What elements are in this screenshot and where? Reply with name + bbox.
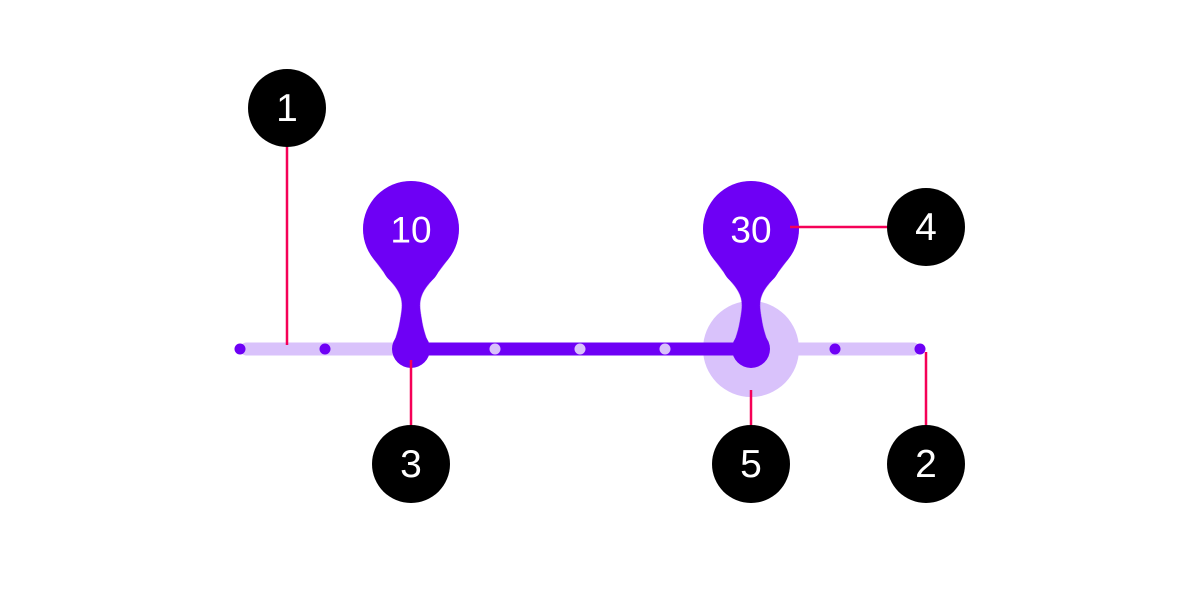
- thumb-neck-upper: [722, 263, 780, 336]
- slider-tick-8: [914, 343, 926, 355]
- annotation-badge-1[interactable]: 1: [248, 69, 326, 147]
- thumb-handle-lower[interactable]: [392, 330, 430, 368]
- thumb-value-upper: 30: [730, 210, 771, 251]
- thumb-balloon-lower: [363, 181, 459, 277]
- thumb-neck-lower: [382, 263, 440, 336]
- slider-tick-7: [829, 343, 841, 355]
- slider-tick-3: [489, 343, 501, 355]
- annotation-badge-4[interactable]: 4: [887, 188, 965, 266]
- slider-thumb-upper[interactable]: [703, 181, 799, 368]
- annotation-badge-5[interactable]: 5: [712, 425, 790, 503]
- thumb-balloon-upper: [703, 181, 799, 277]
- slider-tick-4: [574, 343, 586, 355]
- thumb-value-labels: 10 30: [390, 210, 771, 251]
- slider-thumbs[interactable]: [363, 181, 799, 368]
- slider-tick-1: [319, 343, 331, 355]
- slider-tick-0: [234, 343, 246, 355]
- thumb-value-lower: 10: [390, 210, 431, 251]
- annotation-badge-3[interactable]: 3: [372, 425, 450, 503]
- slider-thumb-lower[interactable]: [363, 181, 459, 368]
- annotation-badge-2[interactable]: 2: [887, 425, 965, 503]
- thumb-handle-upper[interactable]: [732, 330, 770, 368]
- slider-tick-5: [659, 343, 671, 355]
- annotation-leader-lines: [285, 147, 928, 425]
